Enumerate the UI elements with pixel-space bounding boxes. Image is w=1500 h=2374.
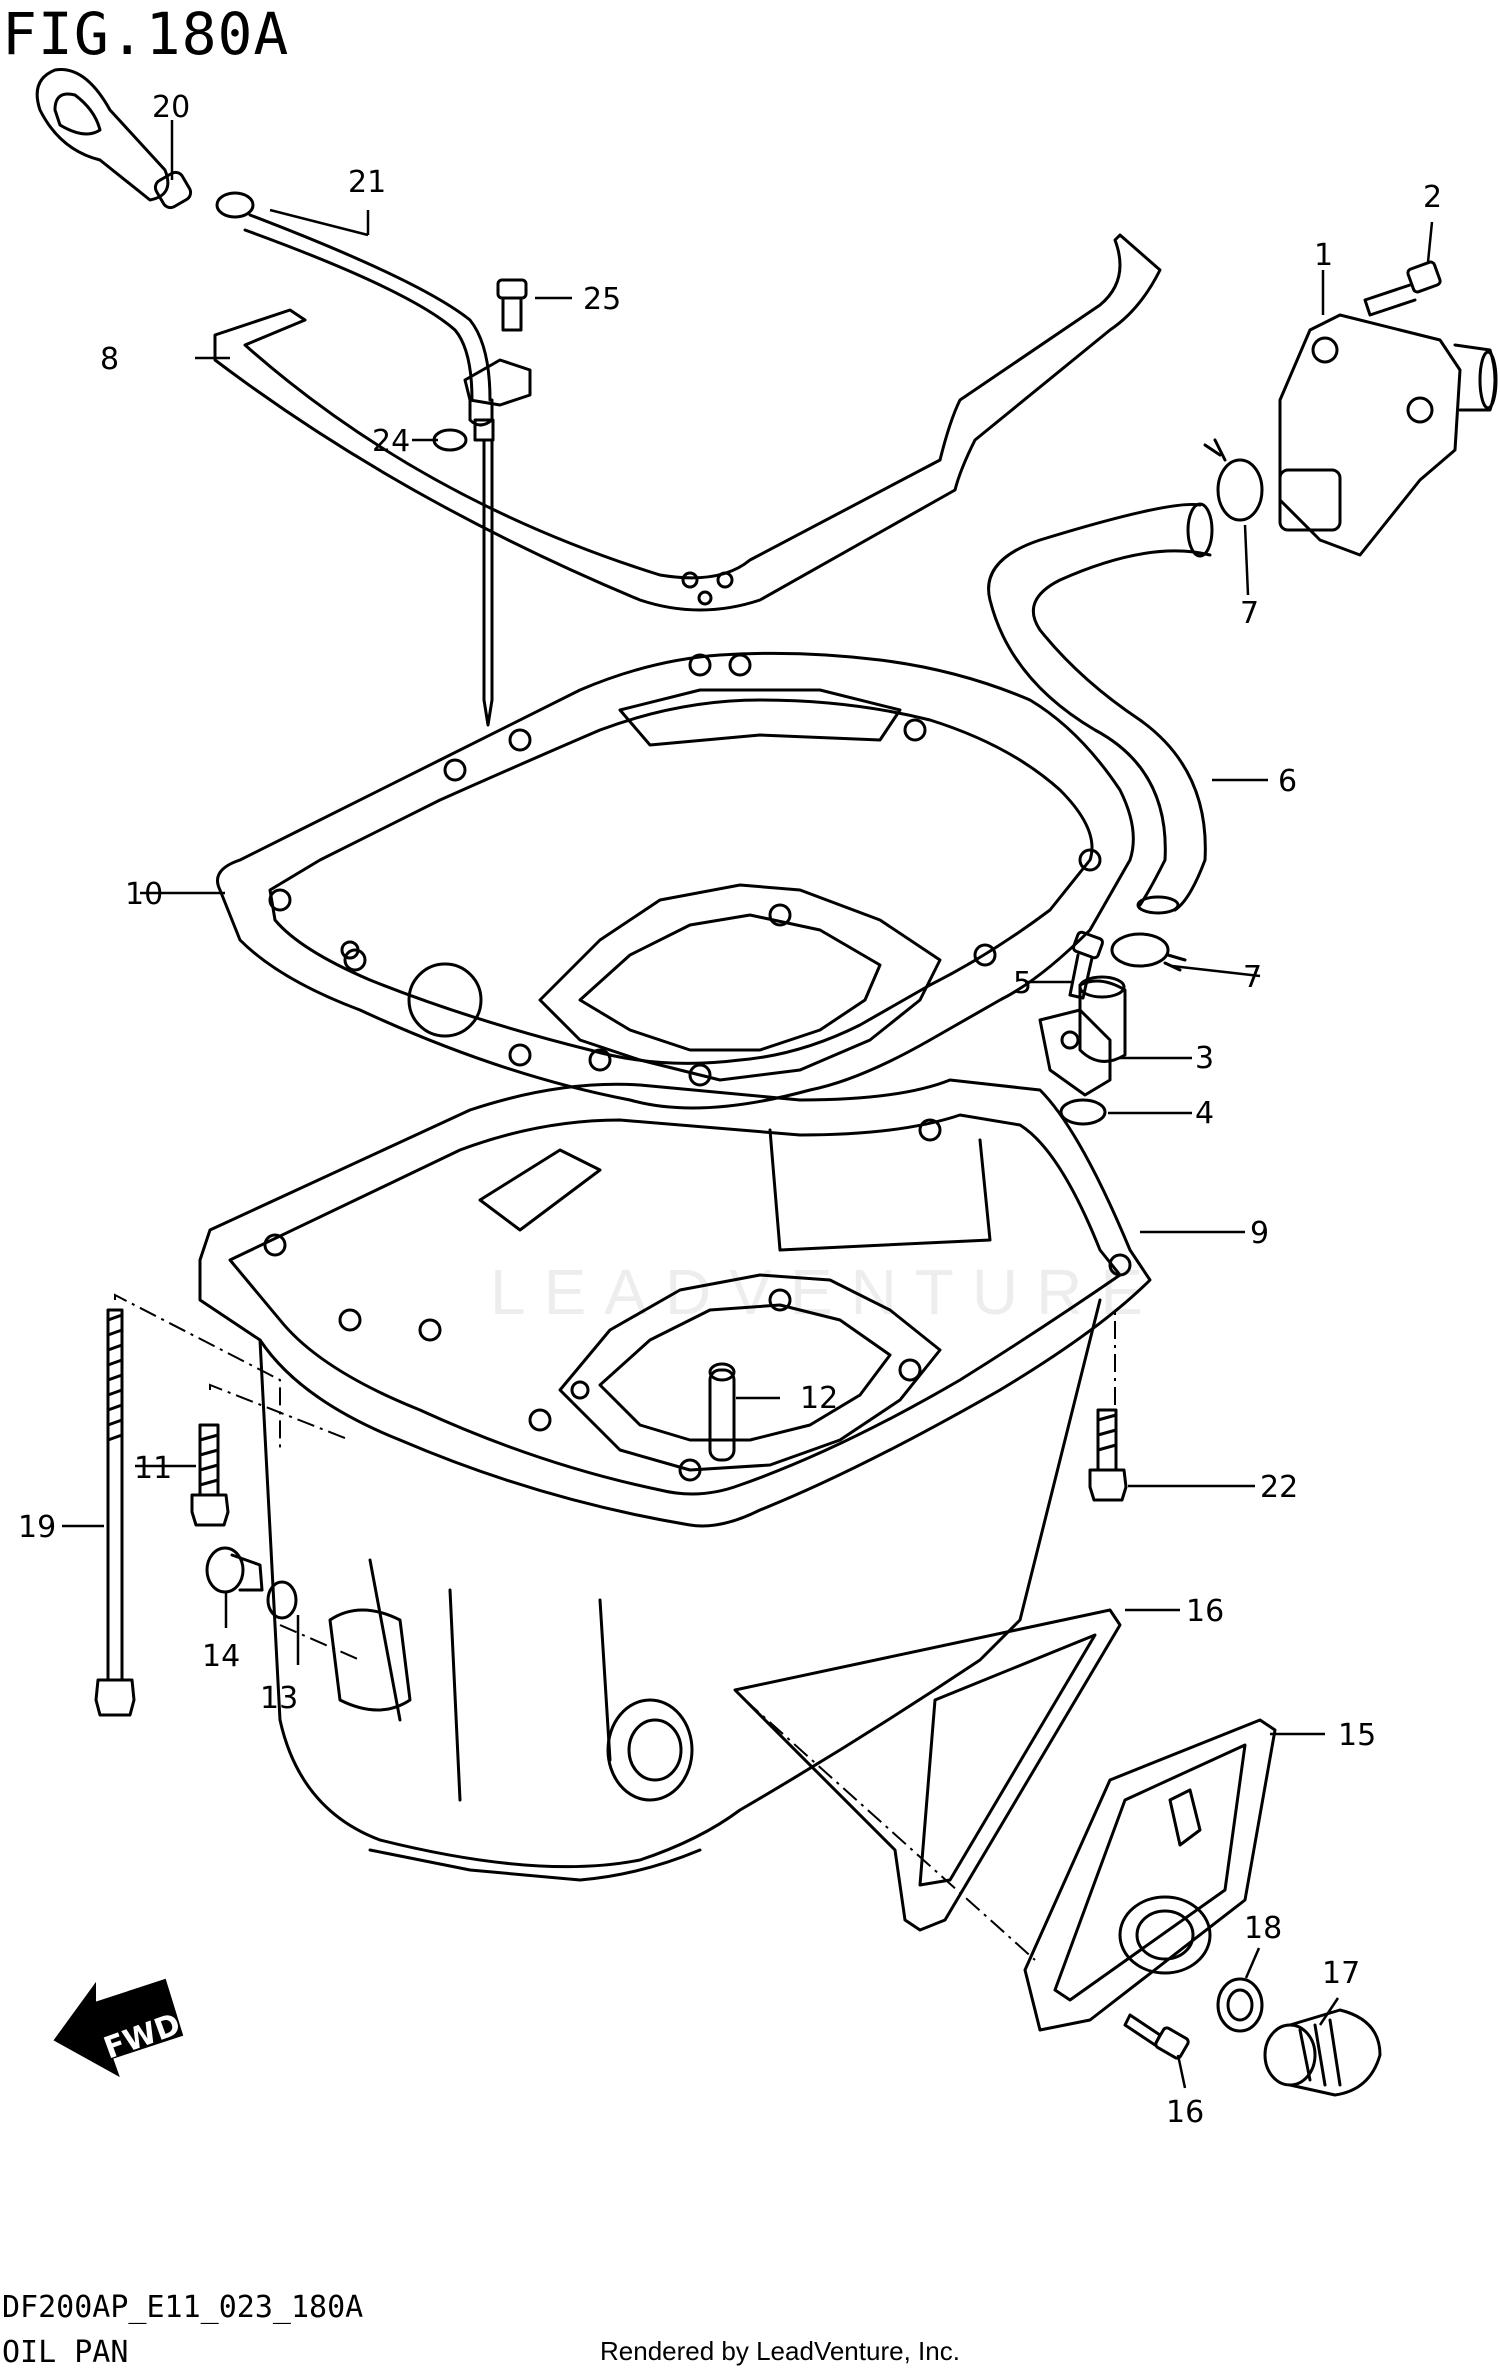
callout-18: 17 <box>1322 1956 1360 1991</box>
part-7-clip-lower <box>1110 932 1170 968</box>
part-4-o-ring <box>1059 1098 1107 1126</box>
callout-2: 2 <box>1423 180 1442 215</box>
render-credit: Rendered by LeadVenture, Inc. <box>600 2336 960 2366</box>
fwd-arrow: FWD <box>53 1978 185 2078</box>
part-3-sensor <box>1038 975 1127 1097</box>
leader-lines <box>62 120 1434 2089</box>
part-14-drain-bolt <box>205 1546 264 1594</box>
diagram-name: OIL PAN <box>2 2335 129 2370</box>
part-19-washer <box>1216 1977 1264 2033</box>
part-24-o-ring <box>432 428 468 452</box>
callout-5: 5 <box>1013 966 1032 1001</box>
callout-12: 12 <box>800 1381 838 1416</box>
callout-8: 10 <box>125 877 163 912</box>
callout-11: 11 <box>134 1451 172 1486</box>
callout-14: 14 <box>202 1639 240 1674</box>
callout-7-lower: 7 <box>1243 960 1262 995</box>
part-5-bolt <box>1068 930 1105 1000</box>
callout-20: 19 <box>18 1510 56 1545</box>
part-2-bolt <box>1363 260 1442 317</box>
callout-19: 18 <box>1244 1911 1282 1946</box>
figure-title: FIG.180A <box>2 0 290 68</box>
callout-9: 9 <box>1250 1216 1269 1251</box>
part-18-drain-plug <box>1263 2008 1382 2097</box>
callout-10: 8 <box>100 342 119 377</box>
callout-22: 20 <box>152 90 190 125</box>
callout-4: 4 <box>1195 1096 1214 1131</box>
callout-6: 6 <box>1278 764 1297 799</box>
part-25-bolt <box>496 278 528 332</box>
part-20-long-bolt <box>94 1308 136 1717</box>
diagram-code: DF200AP_E11_023_180A <box>2 2290 364 2325</box>
callout-23: 21 <box>348 165 386 200</box>
callout-16: 16 <box>1186 1594 1224 1629</box>
callout-1: 1 <box>1314 238 1333 273</box>
part-1-fitting <box>1278 313 1498 557</box>
part-7-clip-upper <box>1216 458 1264 522</box>
alignment-lines <box>114 1293 1116 1961</box>
part-10-bracket <box>213 233 1162 612</box>
watermark: LEADVENTURE <box>490 1256 1161 1328</box>
callout-17: 16 <box>1166 2095 1204 2130</box>
callout-13: 13 <box>260 1681 298 1716</box>
part-23-guide-tube <box>243 213 532 727</box>
callout-15: 15 <box>1338 1718 1376 1753</box>
part-11-bolt <box>190 1423 230 1527</box>
part-15-cover <box>1023 1718 1277 2032</box>
callout-25: 25 <box>583 282 621 317</box>
part-17-bolt <box>1123 2013 1190 2060</box>
part-13-washer <box>266 1580 298 1620</box>
callout-7-upper: 7 <box>1240 596 1259 631</box>
part-21-bolt <box>1088 1408 1128 1502</box>
part-9-oil-pan <box>198 1078 1152 1882</box>
callout-24: 24 <box>372 424 410 459</box>
callout-21: 22 <box>1260 1470 1298 1505</box>
part-6-hose <box>987 502 1214 915</box>
part-7-clip-upper-ears <box>1203 438 1227 462</box>
part-16-cover-gasket <box>733 1608 1122 1932</box>
callout-labels: 20 21 25 8 24 2 1 7 6 10 7 5 3 4 9 11 12… <box>18 90 1442 2130</box>
callout-3: 3 <box>1195 1041 1214 1076</box>
part-8-gasket <box>216 651 1135 1110</box>
part-22-dipstick-handle <box>35 68 255 219</box>
